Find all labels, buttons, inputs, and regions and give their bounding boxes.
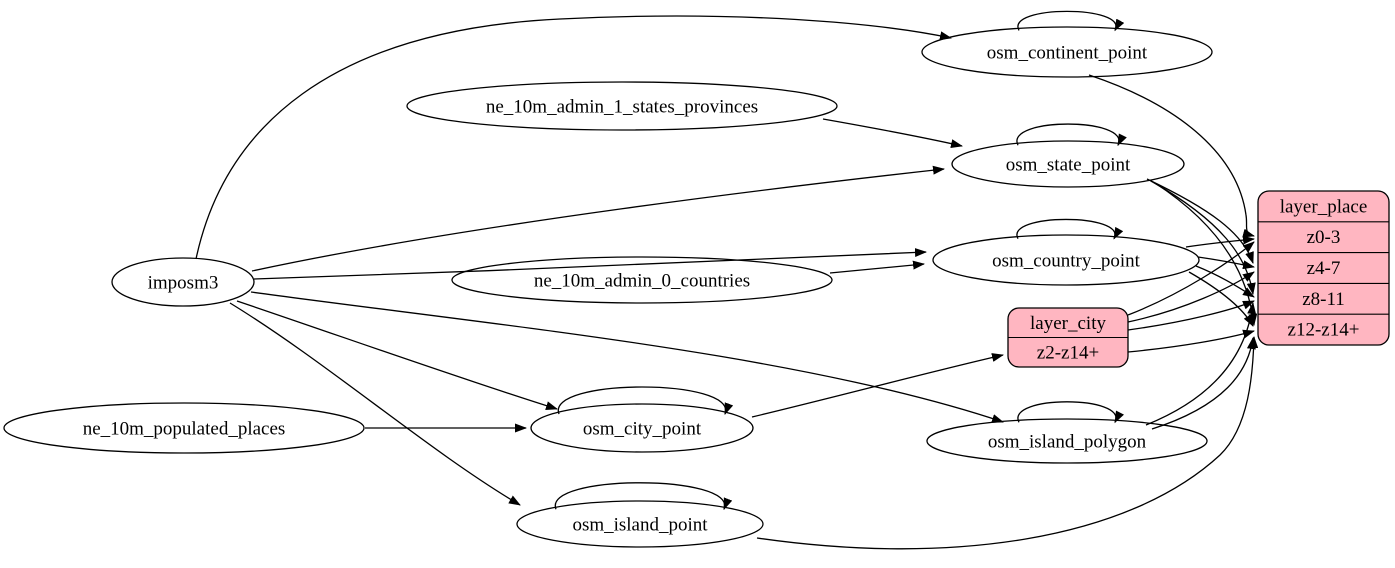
node-label: osm_continent_point [987,43,1148,64]
table-ellipse [921,26,1213,78]
table-ellipse [530,403,754,453]
edge-layer_city-to-layer_place-z12-z14+ [1127,329,1255,353]
node-osm_state_point: osm_state_point [951,140,1185,188]
record-row-label: z0-3 [1307,227,1341,248]
node-label: osm_island_polygon [988,432,1147,453]
edge-osm_island_point-to-osm_island_point [554,482,733,511]
edge-imposm3-to-osm_state_point [251,165,945,272]
record-row-label: z12-z14+ [1288,320,1360,341]
record-row-label: z2-z14+ [1037,342,1099,363]
edge-imposm3-to-osm_country_point [253,248,927,280]
record-title: layer_place [1280,196,1368,217]
edge-ne_10m_admin_0_countries-to-osm_country_point [829,260,925,274]
node-label: osm_country_point [992,251,1140,272]
node-label: osm_city_point [583,419,702,440]
node-label: osm_state_point [1006,155,1131,176]
node-osm_continent_point: osm_continent_point [921,26,1213,78]
edge-osm_country_point-to-layer_place-z4-7 [1197,256,1255,270]
record-row-label: z8-11 [1302,289,1345,310]
edges-layer [195,10,1259,550]
edge-osm_country_point-to-osm_country_point [1016,218,1124,240]
edge-ne_10m_admin_1_states_provinces-to-osm_state_point [822,118,963,148]
record-row-label: z4-7 [1307,258,1341,279]
node-imposm3: imposm3 [111,257,255,307]
table-ellipse [406,81,838,131]
node-layer_place: layer_place z0-3 z4-7 z8-11 z12-z14+ [1257,190,1390,346]
node-osm_island_point: osm_island_point [516,500,764,548]
edge-layer_city-to-layer_place-z4-7 [1127,271,1255,323]
edge-osm_island_polygon-to-osm_island_polygon [1017,401,1124,424]
edge-imposm3-to-osm_island_point [229,302,521,506]
table-ellipse [951,140,1185,188]
table-ellipse [926,418,1208,464]
node-label: osm_island_point [572,515,708,536]
edge-imposm3-to-osm_continent_point [195,15,952,260]
node-osm_island_polygon: osm_island_polygon [926,418,1208,464]
node-label: ne_10m_admin_0_countries [534,271,750,292]
node-osm_city_point: osm_city_point [530,403,754,453]
edge-osm_city_point-to-osm_city_point [557,386,734,415]
edge-osm_island_polygon-to-layer_place-z12-z14+ [1151,337,1256,430]
table-ellipse [932,234,1200,286]
table-ellipse [516,500,764,548]
edge-osm_island_point-to-layer_place-z12-z14+ [756,336,1259,550]
edge-osm_state_point-to-layer_place-z4-7 [1146,178,1254,264]
node-label: ne_10m_admin_1_states_provinces [486,97,758,118]
node-label: ne_10m_populated_places [83,419,286,440]
edge-layer_city-to-layer_place-z0-3 [1127,241,1255,316]
edge-osm_state_point-to-osm_state_point [1016,123,1127,147]
edge-osm_island_polygon-to-layer_place-z8-11 [1145,302,1257,426]
nodes-layer: imposm3 ne_10m_admin_1_states_provincesne… [3,26,1390,548]
edge-osm_city_point-to-layer_city-z2-z14+ [751,353,1004,418]
node-label: imposm3 [148,273,219,294]
node-ne_10m_admin_1_states_provinces: ne_10m_admin_1_states_provinces [406,81,838,131]
node-osm_country_point: osm_country_point [932,234,1200,286]
edge-osm_country_point-to-layer_place-z0-3 [1185,235,1255,248]
node-ne_10m_populated_places: ne_10m_populated_places [3,402,365,454]
edge-imposm3-to-osm_island_polygon [250,291,1004,423]
node-layer_city: layer_city z2-z14+ [1007,307,1129,368]
edge-osm_continent_point-to-layer_place-z0-3 [1088,74,1255,238]
table-ellipse [3,402,365,454]
record-title: layer_city [1030,313,1106,334]
edge-osm_continent_point-to-osm_continent_point [1017,10,1125,32]
edge-layer_city-to-layer_place-z8-11 [1127,300,1255,331]
record-box [1257,190,1390,346]
table-ellipse [111,257,255,307]
edge-imposm3-to-osm_city_point [236,300,558,411]
